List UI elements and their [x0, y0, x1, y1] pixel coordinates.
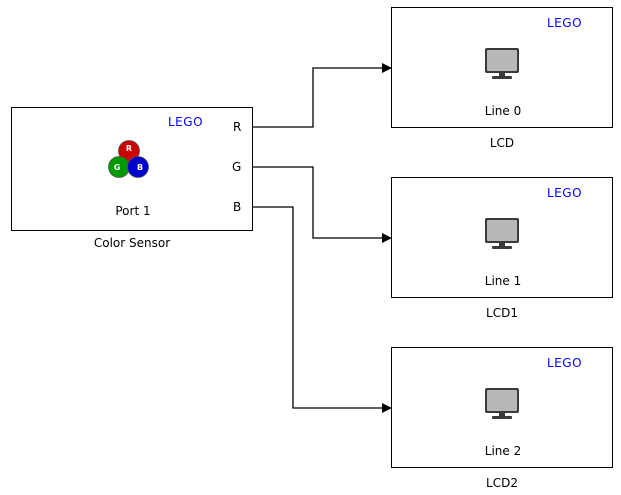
line-label: Line 1 — [484, 274, 522, 288]
port-g-label: G — [232, 160, 242, 174]
brand-label: LEGO — [547, 186, 583, 200]
port-r-label: R — [233, 120, 242, 134]
line-label: Line 2 — [484, 444, 522, 458]
icon-letter-r: R — [126, 144, 132, 153]
wire-g-to-lcd1[interactable] — [253, 166, 392, 243]
brand-label: LEGO — [168, 115, 204, 129]
monitor-icon — [485, 388, 519, 419]
line-label: Line 0 — [484, 104, 522, 118]
color-sensor-name: Color Sensor — [93, 236, 171, 250]
lcd1-name: LCD1 — [486, 306, 518, 320]
brand-label: LEGO — [547, 356, 583, 370]
lcd-block[interactable]: LEGO Line 0 — [391, 7, 613, 128]
lcd2-name: LCD2 — [486, 476, 518, 490]
lcd-name: LCD — [489, 136, 515, 150]
rgb-circles-icon: R G B — [108, 140, 149, 178]
wire-b-to-lcd2[interactable] — [253, 206, 392, 413]
color-sensor-block[interactable]: LEGO R G B R G B Port 1 — [11, 107, 253, 231]
lcd2-block[interactable]: LEGO Line 2 — [391, 347, 613, 468]
icon-letter-b: B — [137, 163, 143, 172]
wire-r-to-lcd[interactable] — [253, 63, 392, 128]
monitor-icon — [485, 218, 519, 249]
port-b-label: B — [233, 200, 242, 214]
monitor-icon — [485, 48, 519, 79]
brand-label: LEGO — [547, 16, 583, 30]
icon-letter-g: G — [114, 163, 121, 172]
port-label: Port 1 — [115, 204, 151, 218]
lcd1-block[interactable]: LEGO Line 1 — [391, 177, 613, 298]
